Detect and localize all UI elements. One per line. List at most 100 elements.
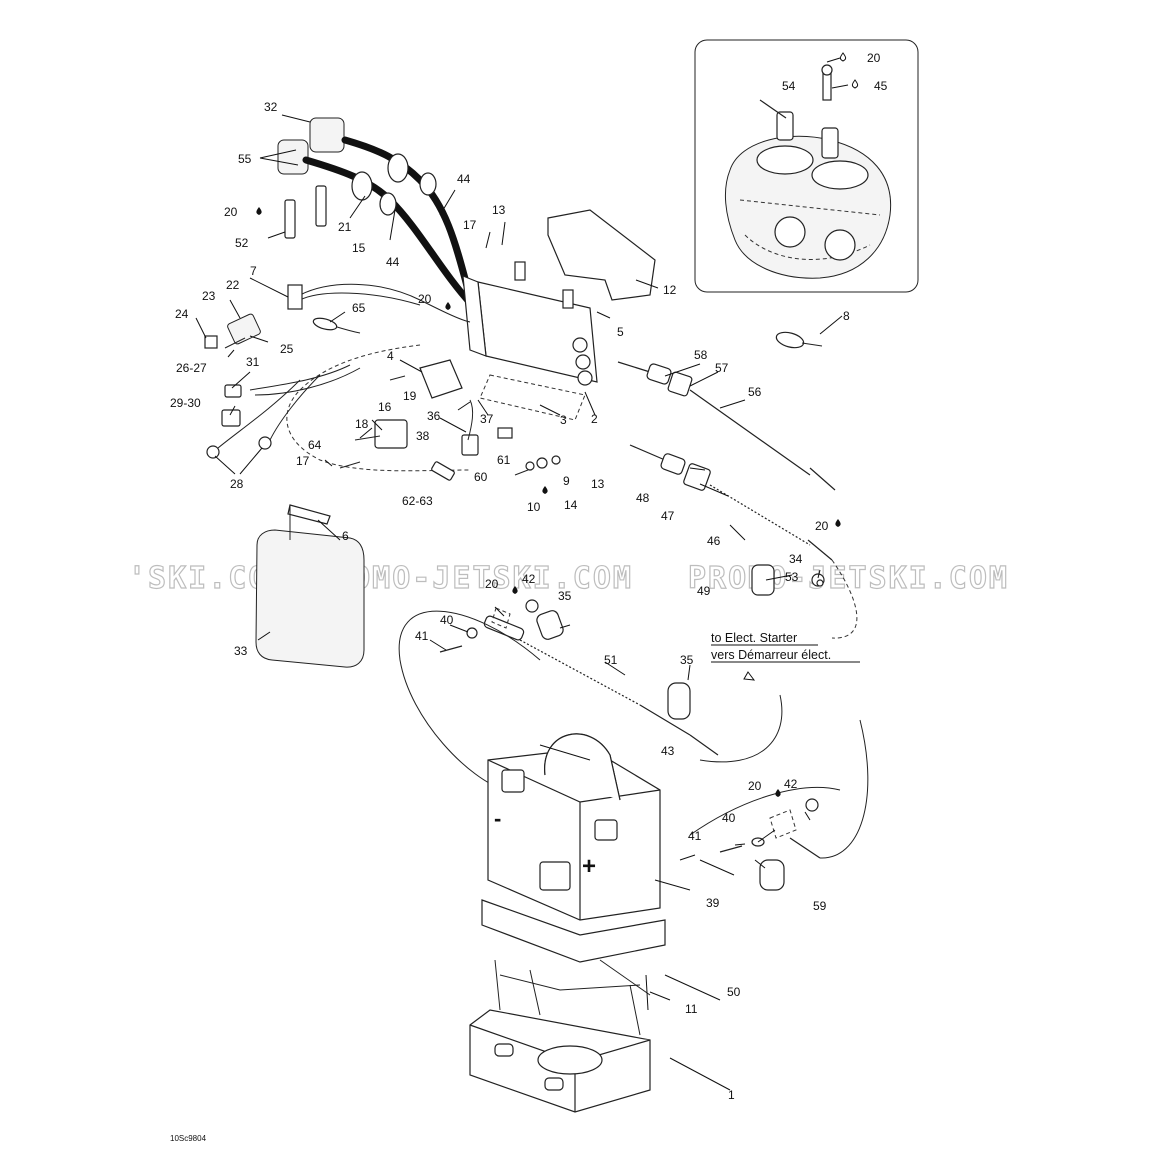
label-1: 1 [728,1088,735,1102]
label-44b: 44 [457,172,471,186]
label-46: 46 [707,534,721,548]
battery-cover [255,504,365,668]
label-35b: 35 [680,653,694,667]
drop-icon [775,789,781,797]
label-42: 42 [522,572,536,586]
note-to-starter-en: to Elect. Starter [711,631,797,645]
label-5: 5 [617,325,624,339]
label-12: 12 [663,283,677,297]
label-65: 65 [352,301,366,315]
label-53: 53 [785,570,799,584]
label-49: 49 [697,584,711,598]
label-17b: 17 [296,454,310,468]
label-51: 51 [604,653,618,667]
label-8: 8 [843,309,850,323]
label-16: 16 [378,400,392,414]
label-20f: 20 [748,779,762,793]
drop-icon [445,302,451,310]
drop-icon [256,207,262,215]
label-21: 21 [338,220,352,234]
drop-icon [542,486,548,494]
label-40: 40 [440,613,454,627]
label-47: 47 [661,509,675,523]
note-to-starter-fr: vers Démarreur élect. [711,648,831,662]
positive-cable [617,361,836,491]
label-58: 58 [694,348,708,362]
label-56: 56 [748,385,762,399]
label-10: 10 [527,500,541,514]
label-4: 4 [387,349,394,363]
label-50: 50 [727,985,741,999]
leader-lines [195,114,843,1091]
drop-icon [835,519,841,527]
label-15: 15 [352,241,366,255]
label-19: 19 [403,389,417,403]
label-37: 37 [480,412,494,426]
label-20: 20 [224,205,238,219]
label-61: 61 [497,453,511,467]
battery-plus-symbol: + [582,853,596,880]
label-33: 33 [234,644,248,658]
engine-inset [694,39,919,293]
negative-cable [398,599,783,791]
small-components [312,317,823,481]
wiring-harness [204,283,471,472]
label-34: 34 [789,552,803,566]
starter-cable [629,444,858,639]
label-13: 13 [492,203,506,217]
label-9: 9 [563,474,570,488]
ignition-box [462,209,656,421]
label-36: 36 [427,409,441,423]
part-labels: 32 55 20 52 21 15 44 44 13 17 7 22 23 24… [170,51,888,1143]
label-25: 25 [280,342,294,356]
label-31: 31 [246,355,260,369]
label-54: 54 [782,79,796,93]
label-64: 64 [308,438,322,452]
label-2: 2 [591,412,598,426]
label-26-27: 26-27 [176,361,207,375]
label-43: 43 [661,744,675,758]
label-23: 23 [202,289,216,303]
lubricant-drops [256,207,841,797]
battery [481,719,869,963]
ignition-cables [277,117,476,309]
label-41: 41 [415,629,429,643]
label-14: 14 [564,498,578,512]
label-55: 55 [238,152,252,166]
label-42b: 42 [784,777,798,791]
label-45: 45 [874,79,888,93]
label-52: 52 [235,236,249,250]
label-7: 7 [250,264,257,278]
drop-icon [512,586,518,594]
label-57: 57 [715,361,729,375]
label-22: 22 [226,278,240,292]
label-40b: 40 [722,811,736,825]
label-20d: 20 [815,519,829,533]
label-17: 17 [463,218,477,232]
watermark-text-2: PROMO-JETSKI.COM [312,561,633,596]
label-35: 35 [558,589,572,603]
label-41b: 41 [688,829,702,843]
label-18: 18 [355,417,369,431]
drawing-code: 10Sc9804 [170,1134,207,1143]
watermark-text-3: PROMO-JETSKI.COM [688,561,1009,596]
label-48: 48 [636,491,650,505]
label-20c: 20 [867,51,881,65]
label-32: 32 [264,100,278,114]
battery-tray [469,959,651,1113]
label-39: 39 [706,896,720,910]
label-28: 28 [230,477,244,491]
label-59: 59 [813,899,827,913]
label-38: 38 [416,429,430,443]
label-60: 60 [474,470,488,484]
label-24: 24 [175,307,189,321]
battery-minus-symbol: - [494,806,501,831]
label-62-63: 62-63 [402,494,433,508]
label-20b: 20 [418,292,432,306]
label-29-30: 29-30 [170,396,201,410]
label-6: 6 [342,529,349,543]
label-3: 3 [560,413,567,427]
label-13b: 13 [591,477,605,491]
